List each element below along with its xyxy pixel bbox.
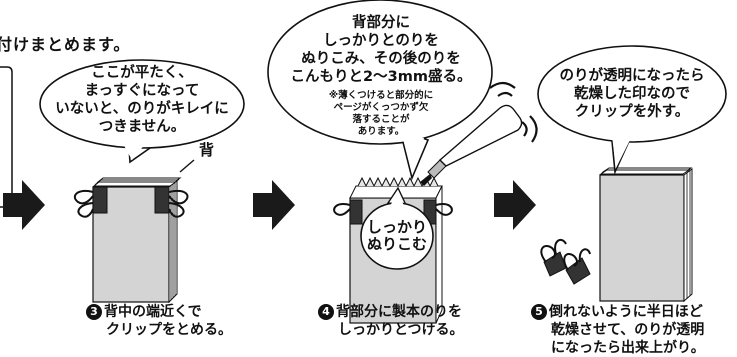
speech-bubble — [267, 0, 493, 145]
motion-mark-icon — [497, 91, 513, 97]
motion-mark-icon — [529, 115, 538, 143]
speech-bubble — [537, 45, 727, 143]
spread-label: しっかり ぬりこむ — [366, 218, 427, 253]
arrow-right-icon — [494, 180, 536, 230]
binder-clip-icon — [73, 186, 108, 218]
section-heading: 付けまとめます。 — [0, 35, 131, 54]
previous-step-frame — [0, 66, 13, 208]
binder-clip-icon — [154, 186, 189, 218]
arrow-right-icon — [3, 180, 45, 230]
spine-pointer-line — [179, 159, 195, 173]
step-number-badge: 4 — [318, 304, 334, 320]
step-number-badge: 5 — [531, 304, 547, 320]
step3-tip-text: ここが平たく、 まっすぐになって いないと、のりがキレイに つきません。 — [55, 65, 229, 135]
glue-bottle-icon — [420, 104, 523, 186]
step4-warning-note: ※薄くつけると部分的に ページがくっつかず欠 落することが あります。 — [328, 90, 434, 137]
motion-mark-icon — [489, 81, 516, 89]
step5-book-illustration — [599, 167, 693, 303]
step-number-badge: 3 — [86, 304, 102, 320]
loose-binder-clip-icon — [563, 248, 591, 285]
step4-tip-text: 背部分に しっかりとのりを ぬりこみ、その後のりを こんもりと2〜3mm盛る。 — [290, 15, 472, 85]
step5-tip-text: のりが透明になったら 乾燥した印なので クリップを外す。 — [559, 68, 705, 120]
spine-label: 背 — [199, 141, 215, 159]
speech-bubble — [39, 59, 245, 149]
binder-clip-icon — [333, 199, 363, 225]
motion-mark-icon — [521, 121, 528, 137]
loose-binder-clip-icon — [540, 238, 567, 277]
arrow-right-icon — [253, 180, 295, 230]
